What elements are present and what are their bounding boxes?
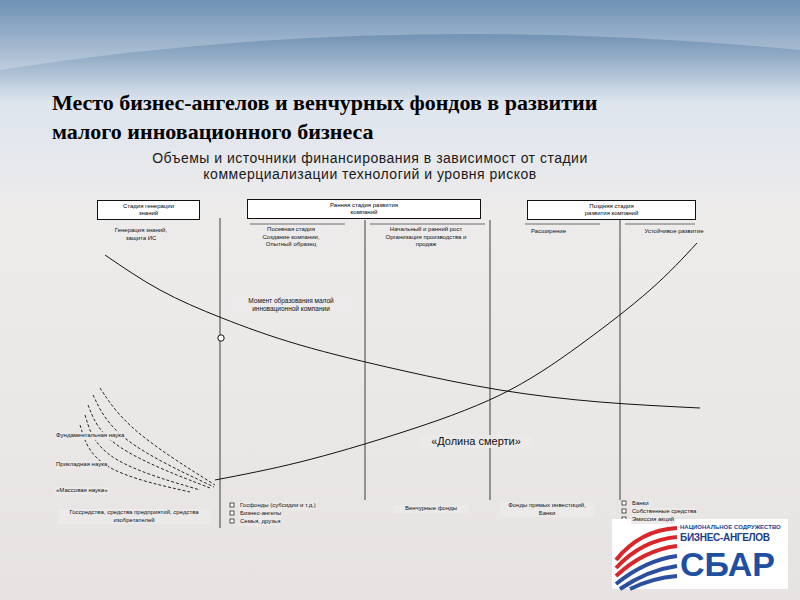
funding-source: Бизнес-ангелы — [239, 510, 282, 518]
science-label: Фундаментальная наука — [55, 432, 125, 440]
funding-source: Эмиссия акций — [631, 516, 675, 524]
funding-source: Собственные средства — [631, 508, 697, 516]
logo-text: СБАР — [680, 545, 775, 583]
substage-label: Расширение — [520, 228, 577, 236]
stage-divider — [490, 220, 491, 500]
substage-label: Устойчивое развитие — [638, 228, 710, 236]
funding-source: Фонды прямых инвестиций, Банки — [500, 502, 594, 517]
funding-source: Госсредства, средства предприятий, средс… — [58, 509, 210, 524]
stage-heading: Поздняя стадия развития компаний — [577, 203, 647, 217]
chart-lines — [80, 218, 700, 528]
slide-subtitle: Объемы и источники финансирования в зави… — [115, 150, 625, 182]
stage-divider — [220, 218, 221, 528]
financing-curve — [215, 243, 697, 480]
stage-divider — [365, 220, 366, 500]
moment-marker — [218, 335, 224, 341]
science-label: «Массовая наука» — [55, 487, 109, 495]
logo-text: НАЦИОНАЛЬНОЕ СОДРУЖЕСТВО — [680, 524, 781, 532]
stage-box: Стадия генерации знаний — [97, 200, 200, 220]
stage-heading: Стадия генерации знаний — [119, 203, 179, 217]
funding-source: Семья, друзья — [239, 518, 281, 526]
bullet-square — [622, 509, 626, 513]
funding-source: Госфонды (субсидии и т.д.) — [239, 502, 317, 510]
stage-heading: Ранняя стадия развития компаний — [329, 202, 399, 216]
bullet-square — [230, 511, 234, 515]
substage-label: Начальный и ранний рост Организация прои… — [382, 226, 470, 249]
substage-rule — [525, 224, 600, 225]
funding-source: Венчурные фонды — [393, 505, 469, 513]
risk-curve — [105, 255, 700, 408]
logo-stripes — [616, 528, 677, 589]
top-swoosh — [0, 0, 800, 70]
funding-source: Банки — [631, 500, 650, 508]
logo-stripe — [620, 566, 677, 589]
science-curve — [88, 405, 210, 488]
substage-rule — [250, 224, 345, 225]
valley-label: «Долина смерти» — [420, 435, 532, 448]
logo-stripe — [616, 546, 677, 576]
logo-text: БИЗНЕС-АНГЕЛОВ — [680, 532, 770, 544]
substage-label: Генерация знаний, защита ИС — [105, 227, 177, 242]
science-curve — [93, 395, 214, 487]
stage-box: Поздняя стадия развития компаний — [527, 200, 696, 220]
stage-box: Ранняя стадия развития компаний — [247, 199, 481, 219]
substage-rule — [625, 224, 695, 225]
science-curve — [85, 415, 200, 490]
logo-stripe — [616, 556, 677, 584]
substage-label: Посевная стадия Создание компании, Опытн… — [255, 226, 327, 249]
stage-divider — [620, 220, 621, 500]
logo-stripe — [630, 576, 677, 589]
callout-label: Момент образования малой инновационной к… — [230, 297, 352, 313]
substage-rule — [370, 224, 485, 225]
logo-panel — [612, 519, 788, 589]
slide-title: Место бизнес-ангелов и венчурных фондов … — [52, 88, 622, 146]
bullet-square — [230, 503, 234, 507]
bullet-square — [622, 501, 626, 505]
science-label: Прикладная наука — [55, 461, 108, 469]
bullet-square — [230, 519, 234, 523]
